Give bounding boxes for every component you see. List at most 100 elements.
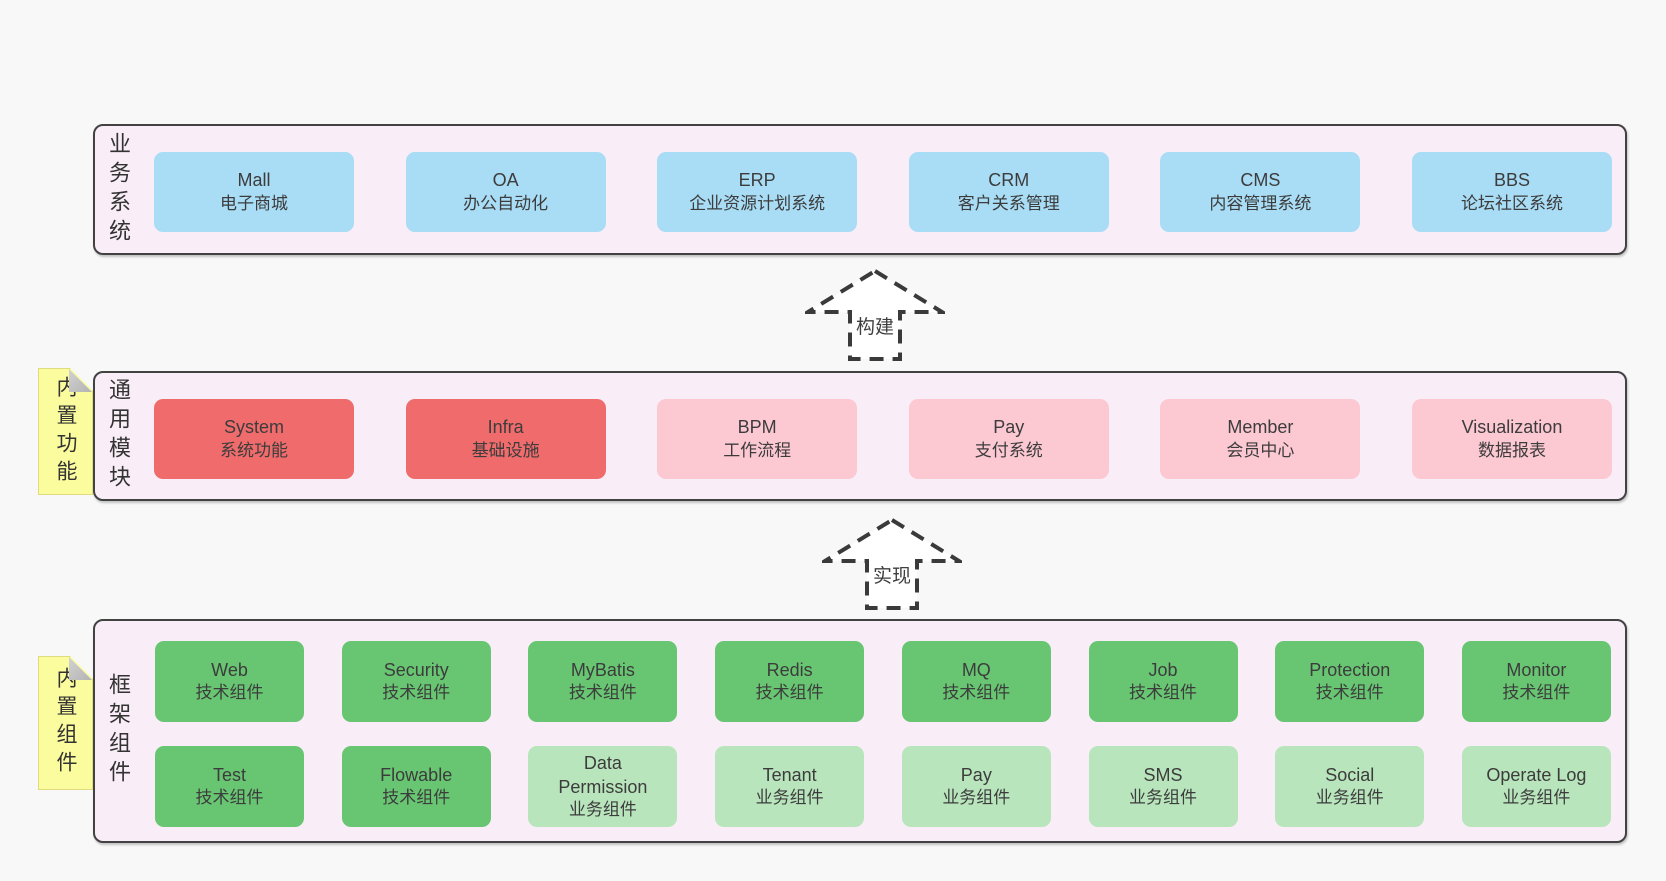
box-title: Security [383,659,449,680]
module-box-job: Job 技术组件 [1088,641,1238,722]
box-subtitle: 数据报表 [1477,440,1546,460]
box-subtitle: 技术组件 [568,683,637,703]
box-title: OA [492,170,519,191]
box-subtitle: 业务组件 [1502,788,1571,808]
section-label-container: 业务系统 [106,126,131,253]
box-subtitle: 业务组件 [942,788,1011,808]
sticky-note-builtin-components: 内置组件 [38,656,93,790]
module-box-test: Test 技术组件 [155,746,304,827]
section-label: 通用模块 [106,378,131,494]
arrow-up-build-icon: 构建 [805,268,945,362]
box-title: Operate Log [1486,764,1587,785]
box-title: Test [212,764,246,785]
box-subtitle: 技术组件 [1129,683,1198,703]
box-title: Mall [237,170,271,191]
module-box-sms: SMS 业务组件 [1088,746,1238,827]
module-box-flowable: Flowable 技术组件 [341,746,491,827]
box-title: Protection [1309,659,1391,680]
module-box-pay: Pay 业务组件 [901,746,1051,827]
box-subtitle: 基础设施 [471,440,540,460]
box-subtitle: 业务组件 [568,800,637,820]
box-subtitle: 技术组件 [942,683,1011,703]
box-title: ERP [738,170,776,191]
arrow-label: 实现 [869,561,915,588]
box-subtitle: 技术组件 [195,683,264,703]
box-title: BBS [1493,170,1530,191]
box-title: Pay [960,764,992,785]
box-subtitle: 电子商城 [220,193,288,213]
box-subtitle: 技术组件 [195,788,264,808]
section-label: 框架组件 [106,673,131,789]
box-title: Member [1227,417,1294,438]
box-title: Visualization [1461,417,1563,438]
box-subtitle: 办公自动化 [463,193,549,213]
module-box-operate-log: Operate Log 业务组件 [1461,746,1611,827]
box-subtitle: 技术组件 [382,788,451,808]
box-title: CRM [988,170,1030,191]
box-subtitle: 论坛社区系统 [1460,193,1563,213]
arrow-up-implement-icon: 实现 [822,517,962,611]
box-subtitle: 技术组件 [755,683,824,703]
box-title: MQ [961,659,991,680]
box-title: Tenant [762,764,817,785]
box-subtitle: 支付系统 [974,440,1043,460]
module-box-redis: Redis 技术组件 [715,641,865,722]
arrow-label: 构建 [852,312,898,339]
box-subtitle: 会员中心 [1226,440,1295,460]
box-title: Monitor [1506,659,1567,680]
module-box-web: Web 技术组件 [155,641,304,722]
module-box-mq: MQ 技术组件 [901,641,1051,722]
module-box-tenant: Tenant 业务组件 [715,746,865,827]
section-label-container: 框架组件 [106,621,131,841]
box-subtitle: 客户关系管理 [957,193,1060,213]
sticky-note-label: 内置组件 [54,667,77,779]
box-subtitle: 企业资源计划系统 [689,193,826,213]
box-title: SMS [1143,764,1183,785]
module-box-protection: Protection 技术组件 [1275,641,1425,722]
box-title: Redis [766,659,813,680]
box-title: Flowable [380,764,453,785]
box-subtitle: 业务组件 [755,788,824,808]
folded-corner-icon [69,369,92,392]
box-subtitle: 系统功能 [220,440,288,460]
box-title: BPM [737,417,777,438]
module-box-security: Security 技术组件 [341,641,491,722]
box-title: Job [1148,659,1178,680]
box-subtitle: 技术组件 [382,683,451,703]
box-title: Pay [993,417,1025,438]
box-title: CMS [1240,170,1281,191]
box-subtitle: 内容管理系统 [1209,193,1312,213]
box-title: Data Permission [558,752,648,798]
folded-corner-icon [69,657,92,680]
box-subtitle: 业务组件 [1129,788,1198,808]
box-title: Infra [487,417,524,438]
box-subtitle: 业务组件 [1315,788,1384,808]
box-title: System [223,417,284,438]
section-label: 业务系统 [106,131,131,248]
box-subtitle: 技术组件 [1315,683,1384,703]
box-title: Web [211,659,248,680]
